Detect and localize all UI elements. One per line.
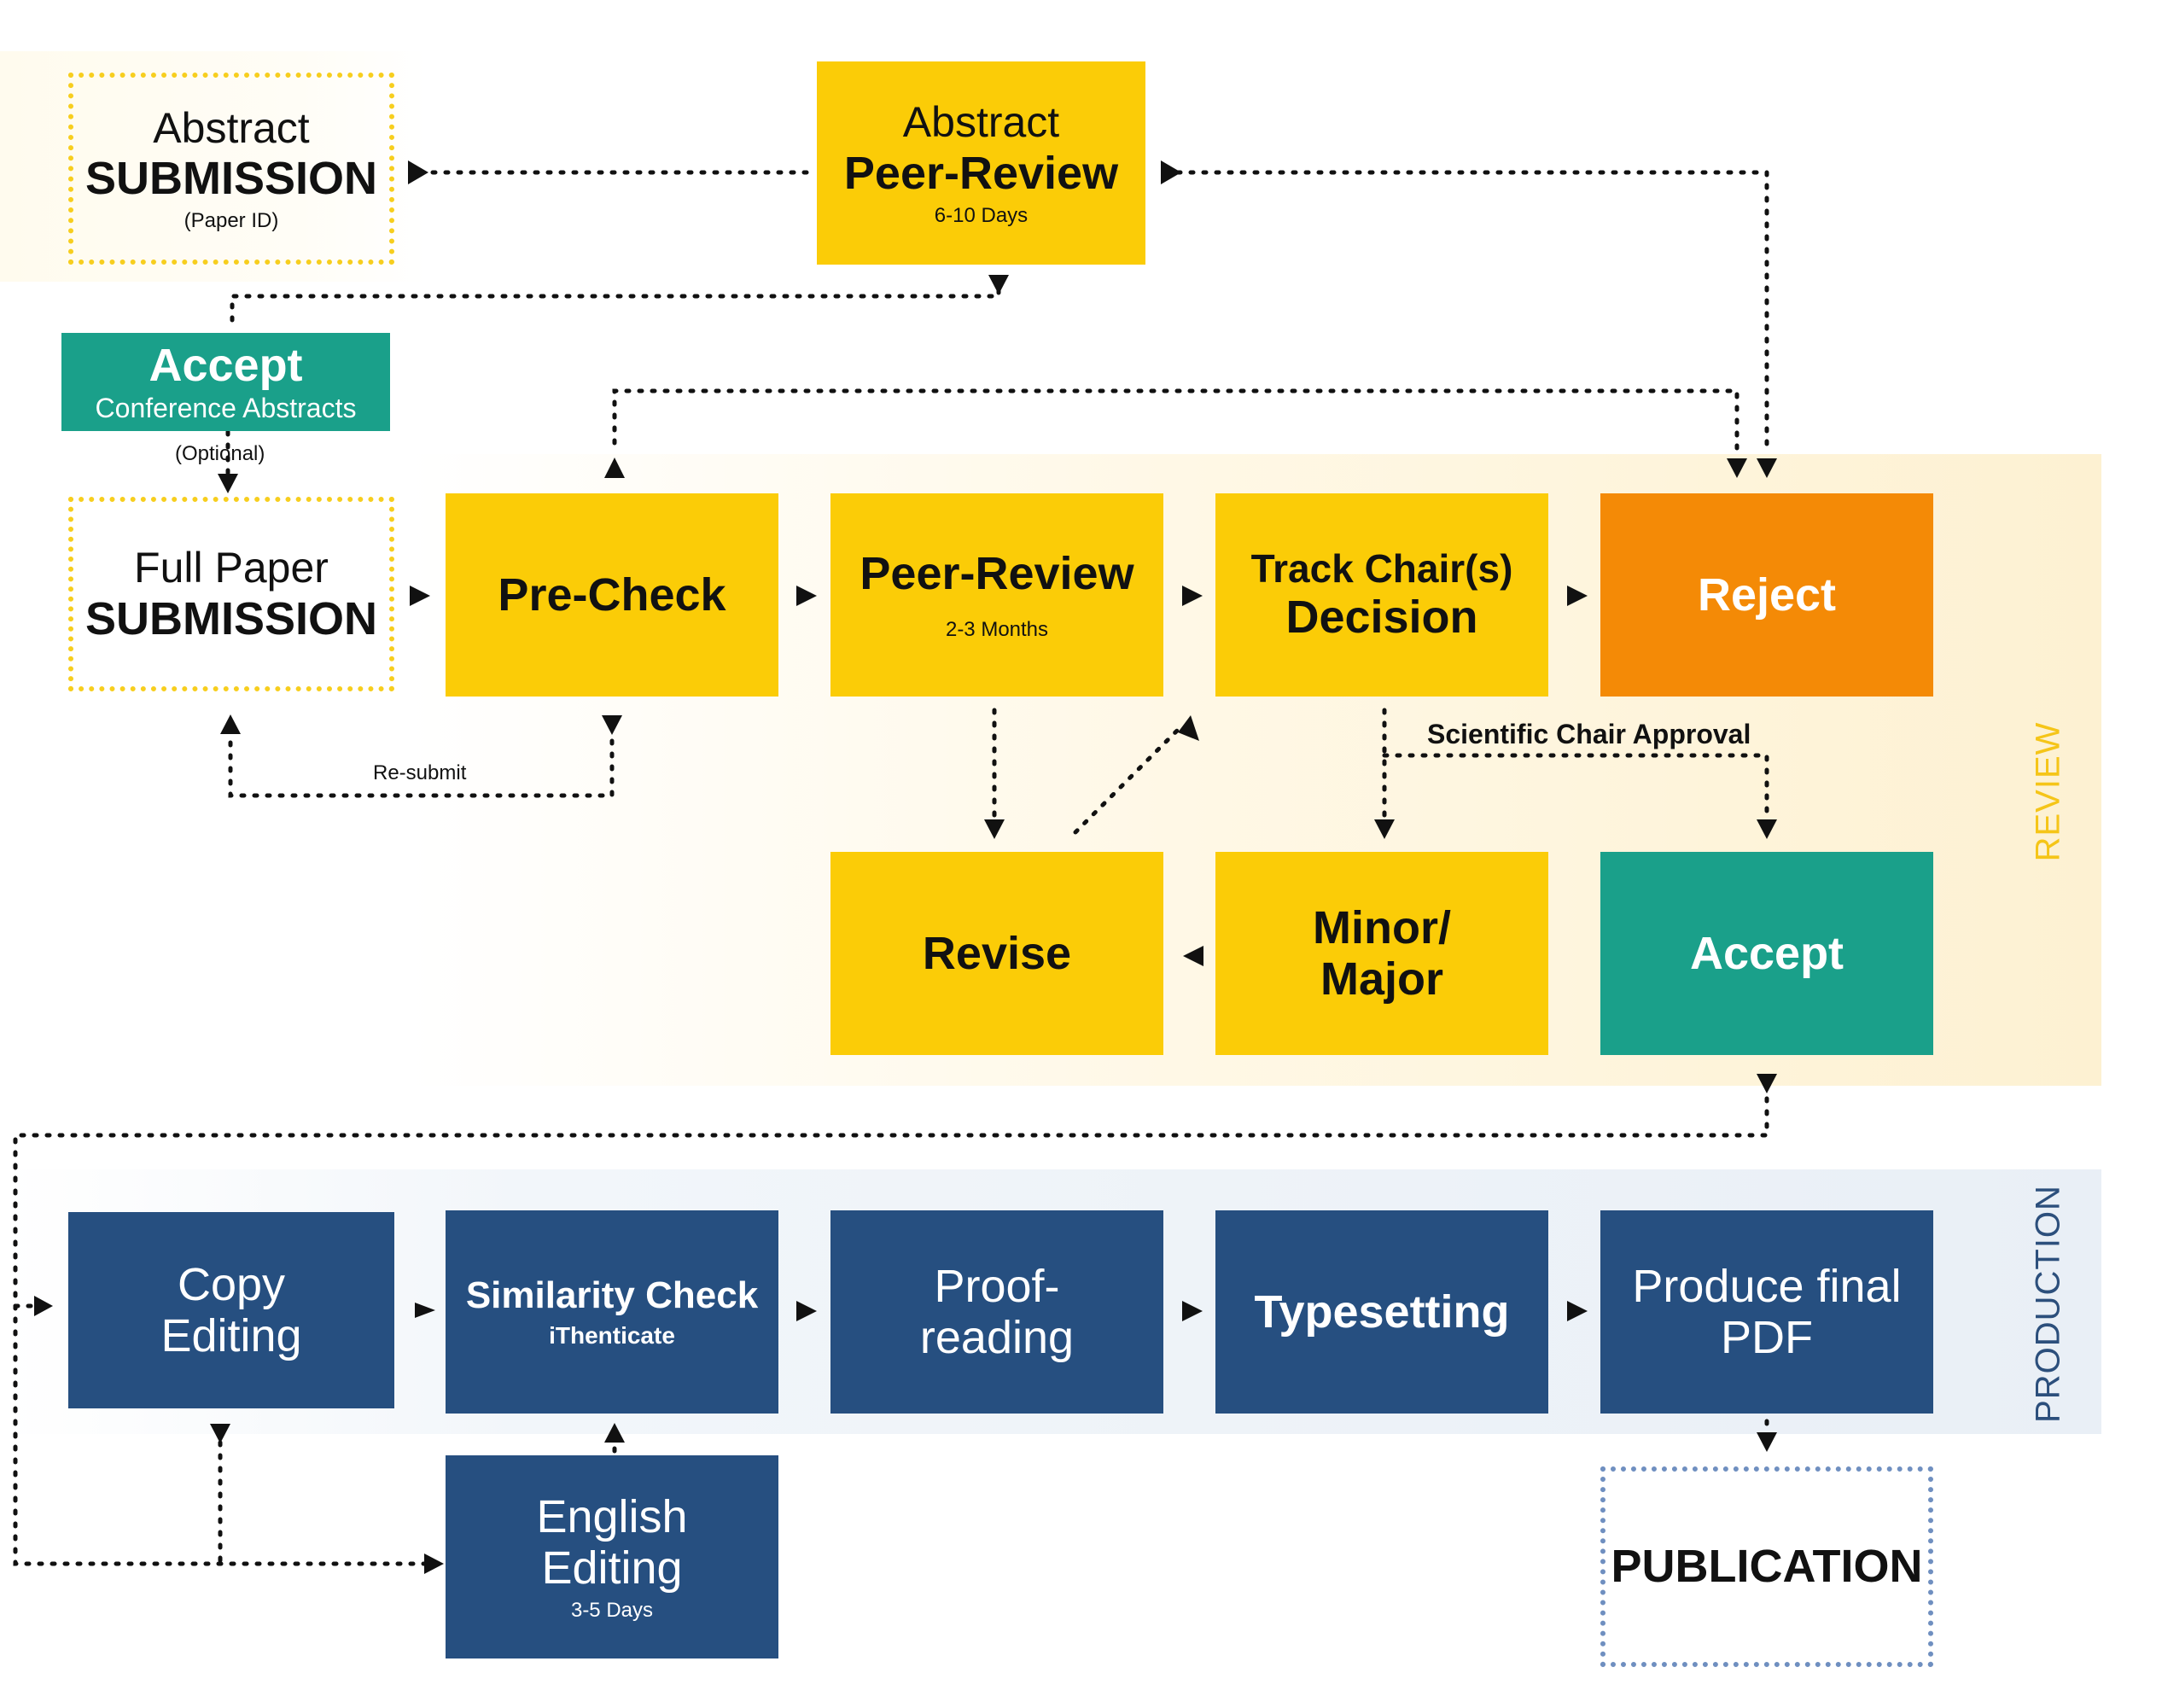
connector-abstract-review-to-accept	[230, 275, 1001, 331]
connector-scientific-approval	[1382, 753, 1769, 824]
peer-review-title: Peer-Review	[860, 547, 1134, 599]
arrowhead	[796, 586, 817, 606]
reject-box: Reject	[1600, 493, 1933, 697]
minor-major-box: Minor/ Major	[1215, 852, 1548, 1055]
copy-editing-title: Copy	[177, 1258, 286, 1310]
accept-abstracts-subtitle: Conference Abstracts	[95, 392, 357, 423]
arrowhead	[1161, 160, 1181, 184]
typesetting-title: Typesetting	[1254, 1285, 1510, 1338]
abstract-peer-review-title: Abstract	[902, 98, 1060, 147]
accept-abstracts-box: Accept Conference Abstracts	[61, 333, 390, 431]
proofreading-title: Proof-	[934, 1260, 1060, 1312]
produce-final-pdf-box: Produce final PDF	[1600, 1210, 1933, 1414]
peer-review-duration: 2-3 Months	[945, 618, 1049, 642]
revise-box: Revise	[830, 852, 1163, 1055]
abstract-submission-box: Abstract SUBMISSION (Paper ID)	[68, 73, 394, 265]
connector-accept-to-production	[13, 1083, 1769, 1566]
english-editing-title: English	[536, 1490, 688, 1542]
pre-check-box: Pre-Check	[446, 493, 778, 697]
abstract-submission-title: Abstract	[153, 103, 310, 152]
typesetting-box: Typesetting	[1215, 1210, 1548, 1414]
arrowhead	[410, 586, 430, 606]
arrowhead	[424, 1554, 444, 1574]
arrowhead	[988, 275, 1009, 294]
arrowhead	[415, 1303, 435, 1318]
connector-abstract-review-to-reject	[1163, 170, 1769, 451]
full-paper-submission-subtitle: SUBMISSION	[84, 592, 378, 644]
publication-box: PUBLICATION	[1600, 1466, 1933, 1667]
produce-final-pdf-title: Produce final	[1632, 1260, 1902, 1312]
abstract-peer-review-duration: 6-10 Days	[934, 203, 1029, 227]
arrowhead	[1183, 946, 1203, 966]
arrowhead	[796, 1301, 817, 1321]
produce-final-pdf-subtitle: PDF	[1721, 1312, 1813, 1363]
abstract-peer-review-box: Abstract Peer-Review 6-10 Days	[817, 61, 1145, 265]
arrowhead	[218, 474, 238, 493]
pre-check-title: Pre-Check	[498, 568, 726, 621]
abstract-submission-note: (Paper ID)	[184, 209, 279, 233]
abstract-peer-review-subtitle: Peer-Review	[843, 147, 1119, 199]
arrowhead	[604, 458, 625, 478]
arrowhead	[1757, 1074, 1777, 1093]
full-paper-submission-box: Full Paper SUBMISSION	[68, 497, 394, 691]
track-chair-title: Track Chair(s)	[1250, 546, 1513, 591]
minor-major-title: Minor/	[1313, 901, 1451, 953]
connector-reject-to-precheck	[612, 388, 1740, 455]
reject-title: Reject	[1697, 568, 1837, 621]
arrowhead	[604, 1423, 625, 1443]
connector-resubmit-loop	[228, 732, 615, 798]
similarity-check-title: Similarity Check	[465, 1274, 759, 1317]
proofreading-subtitle: reading	[919, 1312, 1075, 1363]
track-chair-subtitle: Decision	[1285, 591, 1478, 643]
english-editing-duration: 3-5 Days	[570, 1599, 654, 1623]
english-editing-box: English Editing 3-5 Days	[446, 1455, 778, 1658]
publication-title: PUBLICATION	[1611, 1541, 1923, 1593]
resubmit-label: Re-submit	[373, 761, 467, 784]
english-editing-subtitle: Editing	[541, 1542, 683, 1594]
peer-review-box: Peer-Review 2-3 Months	[830, 493, 1163, 697]
arrowhead	[602, 715, 622, 735]
similarity-check-box: Similarity Check iThenticate	[446, 1210, 778, 1414]
arrowhead	[984, 819, 1005, 839]
similarity-check-tool: iThenticate	[549, 1321, 675, 1349]
arrowhead	[1567, 1301, 1588, 1321]
arrowhead	[1567, 586, 1588, 606]
arrowhead	[210, 1424, 230, 1443]
connector-revise-to-track-chair	[1073, 723, 1185, 835]
accept-title: Accept	[1689, 927, 1844, 979]
revise-title: Revise	[922, 927, 1072, 979]
optional-label: (Optional)	[175, 442, 265, 465]
arrowhead	[1178, 715, 1199, 741]
arrowhead	[220, 714, 241, 734]
accept-box: Accept	[1600, 852, 1933, 1055]
arrowhead	[1182, 586, 1203, 606]
scientific-chair-approval-label: Scientific Chair Approval	[1427, 719, 1751, 749]
arrowhead	[1757, 1432, 1777, 1452]
arrowhead	[1757, 458, 1777, 478]
track-chair-decision-box: Track Chair(s) Decision	[1215, 493, 1548, 697]
minor-major-subtitle: Major	[1320, 953, 1444, 1005]
accept-abstracts-title: Accept	[149, 340, 303, 392]
abstract-submission-subtitle: SUBMISSION	[84, 153, 378, 205]
proofreading-box: Proof- reading	[830, 1210, 1163, 1414]
arrowhead	[34, 1296, 53, 1316]
copy-editing-box: Copy Editing	[68, 1212, 394, 1408]
arrowhead	[1757, 819, 1777, 839]
arrowhead	[408, 160, 428, 184]
arrowhead	[1374, 819, 1395, 839]
copy-editing-subtitle: Editing	[160, 1310, 302, 1361]
arrowhead	[1727, 458, 1747, 478]
arrowhead	[1182, 1301, 1203, 1321]
full-paper-submission-title: Full Paper	[134, 544, 329, 592]
